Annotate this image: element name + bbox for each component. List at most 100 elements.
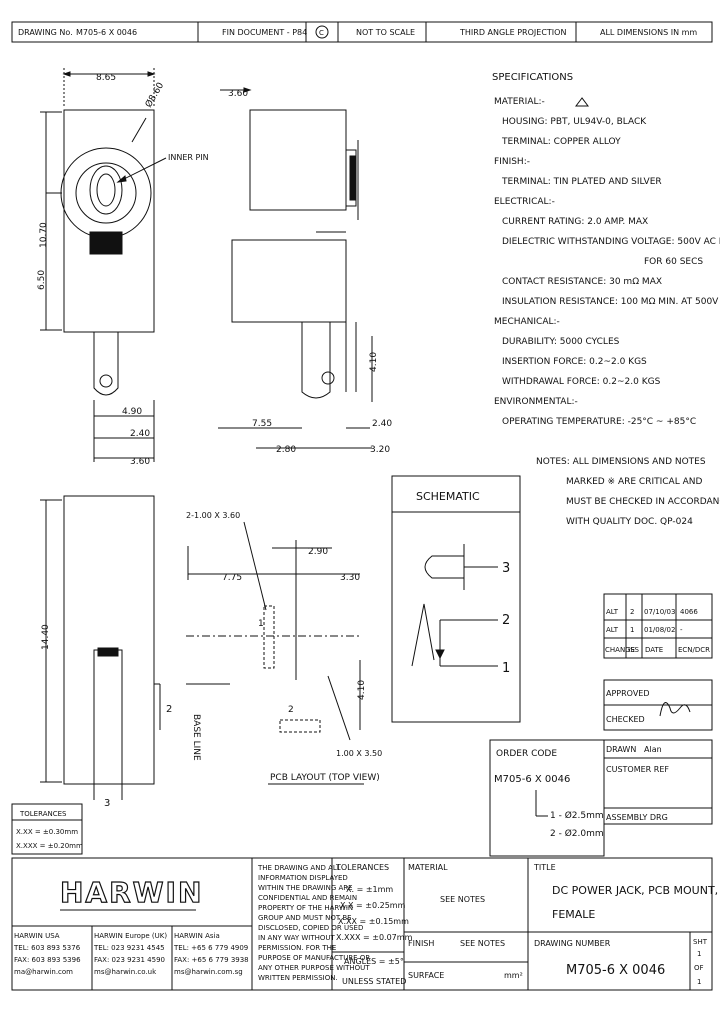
drawing-number-value: M705-6 X 0046 [566,963,665,978]
copyright-line: PURPOSE OF MANUFACTURE OR [258,954,370,962]
drawn-label: DRAWN [606,745,636,754]
assembly-label: ASSEMBLY DRG [606,813,668,822]
sheet-label: SHT [693,938,708,946]
office-mail: ms@harwin.co.uk [94,968,157,976]
dim-2-90: 2.90 [308,547,328,557]
tol-xx: X.X = ±0.25mm [340,901,406,910]
dim-6-50: 6.50 [37,270,47,290]
order-option-1: 1 - Ø2.5mm [550,810,604,821]
title-line-2: FEMALE [552,908,595,921]
drawing-number-label: DRAWING NUMBER [534,939,611,948]
tol-x: X. = ±1mm [346,885,393,894]
spec-line: FINISH:- [494,157,530,167]
tol-box-line2: X.XXX = ±0.20mm [16,842,83,850]
signature-icon [659,702,691,717]
tol-xxxx: X.XXX = ±0.07mm [336,933,413,942]
note-line: WITH QUALITY DOC. QP-024 [566,517,693,527]
office-tel: TEL: 603 893 5376 [13,944,81,952]
rev-header: DATE [645,646,663,654]
pcb-layout-label: PCB LAYOUT (TOP VIEW) [270,773,380,783]
copyright-line: PROPERTY OF THE HARWIN [258,904,353,912]
rev-cell: ALT [606,608,619,616]
tol-unless: UNLESS STATED [342,977,406,986]
pin-3-bottom: 3 [104,798,110,809]
front-view: 8.65 Ø8.60 INNER PIN 10.70 6.50 4.90 2.4… [37,68,209,467]
dim-4-90: 4.90 [122,407,142,417]
office-fax: FAX: 023 9231 4590 [94,956,165,964]
rev-cell: 1 [630,626,634,634]
dim-3-20: 3.20 [370,445,390,455]
spec-line: CONTACT RESISTANCE: 30 mΩ MAX [502,277,662,287]
spec-line: MECHANICAL:- [494,317,560,327]
copyright-line: GROUP AND MUST NOT BE [258,914,352,922]
schematic-title: SCHEMATIC [416,490,480,503]
spec-line: OPERATING TEMPERATURE: -25°C ~ +85°C [502,417,696,427]
copyright-line: WRITTEN PERMISSION. [258,974,338,982]
office-name: HARWIN USA [14,932,60,940]
office-tel: TEL: 023 9231 4545 [93,944,165,952]
dim-7-55: 7.55 [252,419,272,429]
order-code-value: M705-6 X 0046 [494,774,570,785]
copyright-line: PERMISSION. FOR THE [258,944,336,952]
side-view: 3.60 4.10 7.55 2.40 2.80 3.20 [218,87,392,455]
revision-table: ALT 2 07/10/03 4066 ALT 1 01/08/02 - CHA… [603,593,713,825]
drawing-no-label: DRAWING No. [18,28,73,37]
spec-line: ELECTRICAL:- [494,197,555,207]
tol-angles: ANGLES = ±5° [344,957,404,966]
pin-2-pcb: 2 [288,705,294,715]
dim-3-30: 3.30 [340,573,360,583]
note-line: MUST BE CHECKED IN ACCORDANCE [566,497,720,507]
tol-box-title: TOLERANCES [19,810,67,818]
of-label: OF [694,964,704,972]
order-option-2: 2 - Ø2.0mm [550,828,604,839]
dim-10-70: 10.70 [39,222,49,248]
dim-2-40-side: 2.40 [372,419,392,429]
copyright-line: WITHIN THE DRAWING ARE [258,884,353,892]
pad-dim-1-00: 1.00 X 3.50 [336,749,382,758]
office-tel: TEL: +65 6 779 4909 [173,944,248,952]
spec-line: HOUSING: PBT, UL94V-0, BLACK [502,117,647,127]
note-line: NOTES: ALL DIMENSIONS AND NOTES [536,457,706,467]
copyright-line: THE DRAWING AND ALL [257,864,341,872]
rev-cell: 07/10/03 [644,608,675,616]
office-name: HARWIN Asia [174,932,220,940]
material-label: MATERIAL [408,863,448,872]
rev-cell: 01/08/02 [644,626,675,634]
base-line-label: BASE LINE [191,714,201,761]
surface-label: SURFACE [408,971,444,980]
spec-line: DIELECTRIC WITHSTANDING VOLTAGE: 500V AC… [502,237,720,247]
checked-label: CHECKED [606,715,645,724]
of-number: 1 [697,978,701,986]
not-to-scale: NOT TO SCALE [356,28,415,37]
rev-cell: ALT [606,626,619,634]
spec-line: DURABILITY: 5000 CYCLES [502,337,620,347]
units-note: ALL DIMENSIONS IN mm [600,28,697,37]
finish-label: FINISH [408,939,434,948]
title-line-1: DC POWER JACK, PCB MOUNT, [552,884,718,897]
spec-line: MATERIAL:- [494,97,545,107]
tol-title: TOLERANCES [335,863,389,872]
approved-label: APPROVED [606,689,650,698]
tolerances-box: TOLERANCES X.XX = ±0.30mm X.XXX = ±0.20m… [11,803,83,855]
spec-line: ENVIRONMENTAL:- [494,397,578,407]
material-value: SEE NOTES [440,895,485,904]
note-line: MARKED ※ ARE CRITICAL AND [566,477,702,487]
title-block: HARWIN HARWIN USA TEL: 603 893 5376 FAX:… [11,857,718,991]
dim-8-65: 8.65 [96,73,116,83]
dim-3-60-top: 3.60 [228,89,248,99]
spec-title: SPECIFICATIONS [492,72,573,83]
pcb-layout: 2-1.00 X 3.60 7.75 2.90 3.30 1 BASE LINE… [186,511,382,785]
sheet-number: 1 [697,950,701,958]
bottom-view: 2 3 14.40 [40,495,172,809]
copyright-line: INFORMATION DISPLAYED [258,874,348,882]
finish-value: SEE NOTES [460,939,505,948]
schematic-pin-1: 1 [502,661,510,676]
spec-line: FOR 60 SECS [644,257,703,267]
dim-14-40: 14.40 [41,624,51,650]
svg-text:C: C [319,29,324,37]
schematic-pin-3: 3 [502,561,510,576]
surface-unit: mm² [504,971,523,980]
rev-cell: 2 [630,608,634,616]
pad-dim-2-1-00: 2-1.00 X 3.60 [186,511,240,520]
office-mail: ms@harwin.com.sg [174,968,243,976]
